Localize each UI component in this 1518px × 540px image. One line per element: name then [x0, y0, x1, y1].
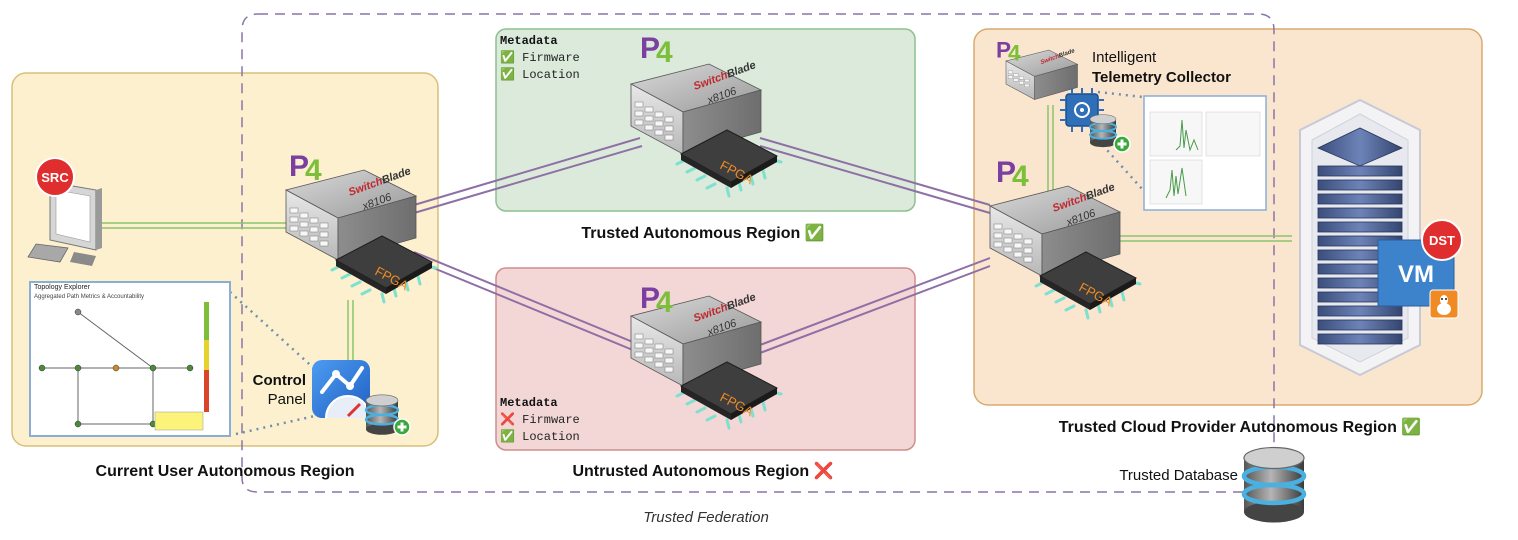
p4-logo	[640, 32, 673, 69]
dst-badge: DST	[1421, 219, 1463, 261]
untrusted-metadata: Metadata ❌ Firmware ✅ Location	[500, 396, 580, 444]
trusted-metadata: Metadata ✅ Firmware ✅ Location	[500, 34, 580, 82]
trusted-database-label: Trusted Database	[1119, 467, 1238, 484]
federation-label: Trusted Federation	[643, 509, 769, 526]
cloud-region-label: Trusted Cloud Provider Autonomous Region…	[1059, 417, 1421, 436]
svg-text:Metadata: Metadata	[500, 34, 558, 48]
svg-text:✅ Location: ✅ Location	[500, 67, 580, 82]
trusted-region-label: Trusted Autonomous Region ✅	[581, 223, 824, 242]
p4-logo	[996, 156, 1029, 193]
control-panel-app-icon[interactable]	[312, 360, 371, 419]
telemetry-database-icon	[1089, 113, 1117, 149]
server-rack[interactable]	[1299, 98, 1421, 377]
control-panel-label-line2: Panel	[268, 391, 306, 408]
svg-text:❌ Firmware: ❌ Firmware	[500, 412, 580, 427]
src-badge: SRC	[35, 157, 75, 197]
access-links	[100, 105, 1292, 370]
cpu-chip-icon	[1060, 88, 1104, 132]
topology-explorer-window[interactable]: Topology Explorer Aggregated Path Metric…	[29, 281, 231, 437]
p4-logo	[289, 150, 322, 187]
telemetry-switch[interactable]: SwitchBlade	[1005, 48, 1079, 100]
control-panel-label-line1: Control	[253, 372, 306, 389]
svg-text:Metadata: Metadata	[500, 396, 558, 410]
svg-text:SRC: SRC	[41, 170, 69, 185]
svg-text:DST: DST	[1429, 233, 1455, 248]
user-region-label: Current User Autonomous Region	[96, 463, 355, 480]
control-panel-database-icon	[364, 393, 400, 436]
svg-text:VM: VM	[1398, 261, 1434, 288]
topology-title: Topology Explorer	[34, 284, 91, 291]
src-computer[interactable]	[27, 181, 102, 266]
trusted-database-icon	[1244, 448, 1304, 523]
p4-logo	[640, 282, 673, 319]
add-icon	[1113, 135, 1131, 153]
cloud-switch[interactable]: SwitchBlade x8106 FPGA	[988, 181, 1142, 320]
telemetry-dashboard-window[interactable]	[1143, 95, 1267, 211]
svg-text:✅ Location: ✅ Location	[500, 429, 580, 444]
untrusted-region-label: Untrusted Autonomous Region ❌	[572, 461, 833, 480]
topology-subtitle: Aggregated Path Metrics & Accountability	[34, 294, 144, 300]
p4-logo	[996, 37, 1021, 66]
add-icon	[393, 418, 411, 436]
telemetry-label-line2: Telemetry Collector	[1092, 69, 1231, 86]
trusted-switch[interactable]: SwitchBlade x8106 FPGA	[629, 59, 783, 198]
svg-text:✅ Firmware: ✅ Firmware	[500, 50, 580, 65]
telemetry-dotted-links	[229, 90, 1153, 436]
inter-region-links	[413, 137, 991, 354]
telemetry-label-line1: Intelligent	[1092, 49, 1157, 66]
linux-icon	[1429, 289, 1459, 319]
